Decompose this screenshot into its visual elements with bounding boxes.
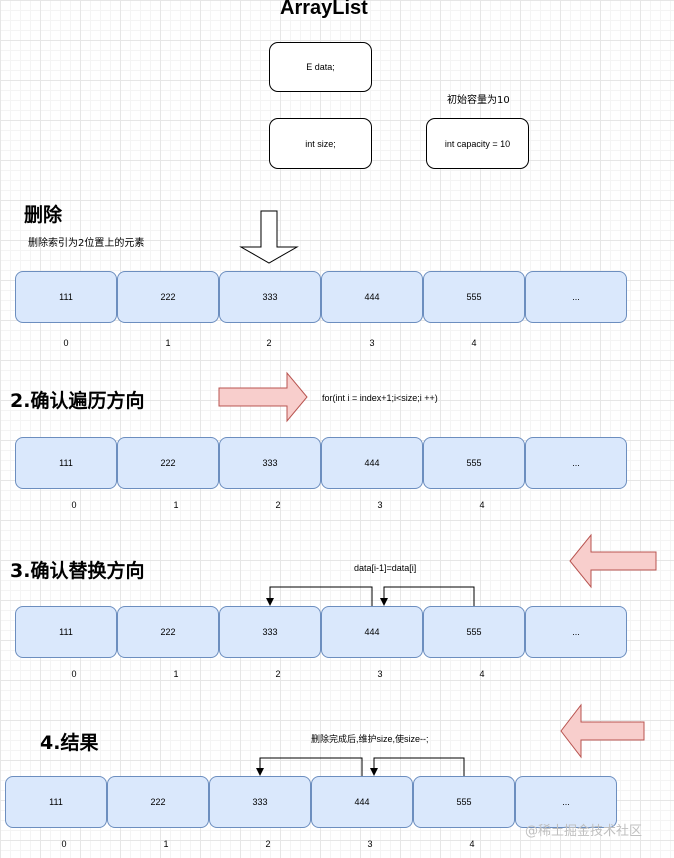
array-cell: 444 (311, 776, 413, 828)
size-field-label: int size; (305, 138, 336, 149)
array-row-4: 111 222 333 444 555 ... (5, 776, 617, 828)
index-label: 4 (471, 338, 477, 348)
array-cell: 222 (117, 271, 219, 323)
cell-value: 555 (456, 797, 472, 807)
array-cell: ... (525, 606, 627, 658)
array-cell: 222 (117, 606, 219, 658)
left-direction-arrow (569, 533, 657, 589)
cell-value: ... (572, 627, 580, 637)
cell-value: 111 (49, 797, 63, 807)
array-cell: 555 (423, 606, 525, 658)
diagram-title: ArrayList (280, 0, 368, 19)
cell-value: 444 (364, 458, 380, 468)
array-cell: 111 (15, 271, 117, 323)
cell-value: 111 (59, 292, 73, 302)
array-cell: 333 (209, 776, 311, 828)
array-cell: 444 (321, 437, 423, 489)
cell-value: 111 (59, 458, 73, 468)
array-cell: 111 (15, 606, 117, 658)
data-field-box: E data; (269, 42, 372, 92)
cell-value: 222 (160, 627, 176, 637)
index-label: 4 (479, 669, 485, 679)
array-cell: ... (525, 271, 627, 323)
shift-connector (380, 586, 475, 606)
capacity-field-box: int capacity = 10 (426, 118, 529, 169)
cell-value: ... (572, 292, 580, 302)
cell-value: 333 (262, 627, 278, 637)
cell-value: 333 (252, 797, 268, 807)
capacity-note: 初始容量为10 (447, 95, 510, 106)
array-row-3: 111 222 333 444 555 ... (15, 606, 627, 658)
array-cell: ... (515, 776, 617, 828)
cell-value: 333 (262, 292, 278, 302)
array-row-2: 111 222 333 444 555 ... (15, 437, 627, 489)
delete-note: 删除索引为2位置上的元素 (28, 238, 145, 249)
index-label: 2 (265, 839, 271, 849)
cell-value: 111 (59, 627, 73, 637)
index-label: 1 (163, 839, 169, 849)
cell-value: 222 (150, 797, 166, 807)
cell-value: 222 (160, 292, 176, 302)
array-cell: 444 (321, 606, 423, 658)
index-label: 1 (165, 338, 171, 348)
cell-value: 444 (364, 627, 380, 637)
index-label: 3 (369, 338, 375, 348)
array-cell: 111 (15, 437, 117, 489)
cell-value: 444 (354, 797, 370, 807)
index-label: 4 (469, 839, 475, 849)
index-label: 1 (173, 669, 179, 679)
index-label: 0 (71, 669, 77, 679)
shift-connector (266, 586, 373, 606)
right-direction-arrow (218, 371, 308, 423)
index-label: 2 (266, 338, 272, 348)
shift-connector (370, 757, 465, 776)
array-cell: 333 (219, 606, 321, 658)
result-note: 删除完成后,维护size,使size--; (311, 734, 429, 744)
cell-value: 222 (160, 458, 176, 468)
array-cell: 555 (423, 437, 525, 489)
index-label: 0 (71, 500, 77, 510)
cell-value: 555 (466, 458, 482, 468)
index-label: 3 (377, 669, 383, 679)
array-cell: 111 (5, 776, 107, 828)
index-label: 2 (275, 669, 281, 679)
index-label: 3 (377, 500, 383, 510)
cell-value: 444 (364, 292, 380, 302)
array-cell: 333 (219, 271, 321, 323)
array-cell: 333 (219, 437, 321, 489)
cell-value: 555 (466, 627, 482, 637)
cell-value: 333 (262, 458, 278, 468)
index-label: 0 (63, 338, 69, 348)
array-cell: 222 (107, 776, 209, 828)
array-cell: 555 (413, 776, 515, 828)
cell-value: 555 (466, 292, 482, 302)
replace-code: data[i-1]=data[i] (354, 563, 417, 573)
delete-heading: 删除 (24, 204, 63, 226)
data-field-label: E data; (306, 62, 335, 72)
size-field-box: int size; (269, 118, 372, 169)
cell-value: ... (572, 458, 580, 468)
index-label: 2 (275, 500, 281, 510)
array-cell: 444 (321, 271, 423, 323)
traverse-code: for(int i = index+1;i<size;i ++) (322, 393, 438, 403)
traverse-heading: 2.确认遍历方向 (10, 390, 145, 412)
capacity-field-label: int capacity = 10 (444, 138, 511, 149)
down-pointer-arrow (239, 210, 299, 264)
shift-connector (256, 757, 363, 776)
index-label: 1 (173, 500, 179, 510)
replace-heading: 3.确认替换方向 (10, 560, 145, 582)
array-row-1: 111 222 333 444 555 ... (15, 271, 627, 323)
index-label: 0 (61, 839, 67, 849)
array-cell: 555 (423, 271, 525, 323)
index-label: 4 (479, 500, 485, 510)
left-direction-arrow (560, 703, 645, 759)
cell-value: ... (562, 797, 570, 807)
array-cell: ... (525, 437, 627, 489)
result-heading: 4.结果 (40, 732, 99, 754)
watermark: @稀土掘金技术社区 (525, 824, 643, 839)
index-label: 3 (367, 839, 373, 849)
array-cell: 222 (117, 437, 219, 489)
